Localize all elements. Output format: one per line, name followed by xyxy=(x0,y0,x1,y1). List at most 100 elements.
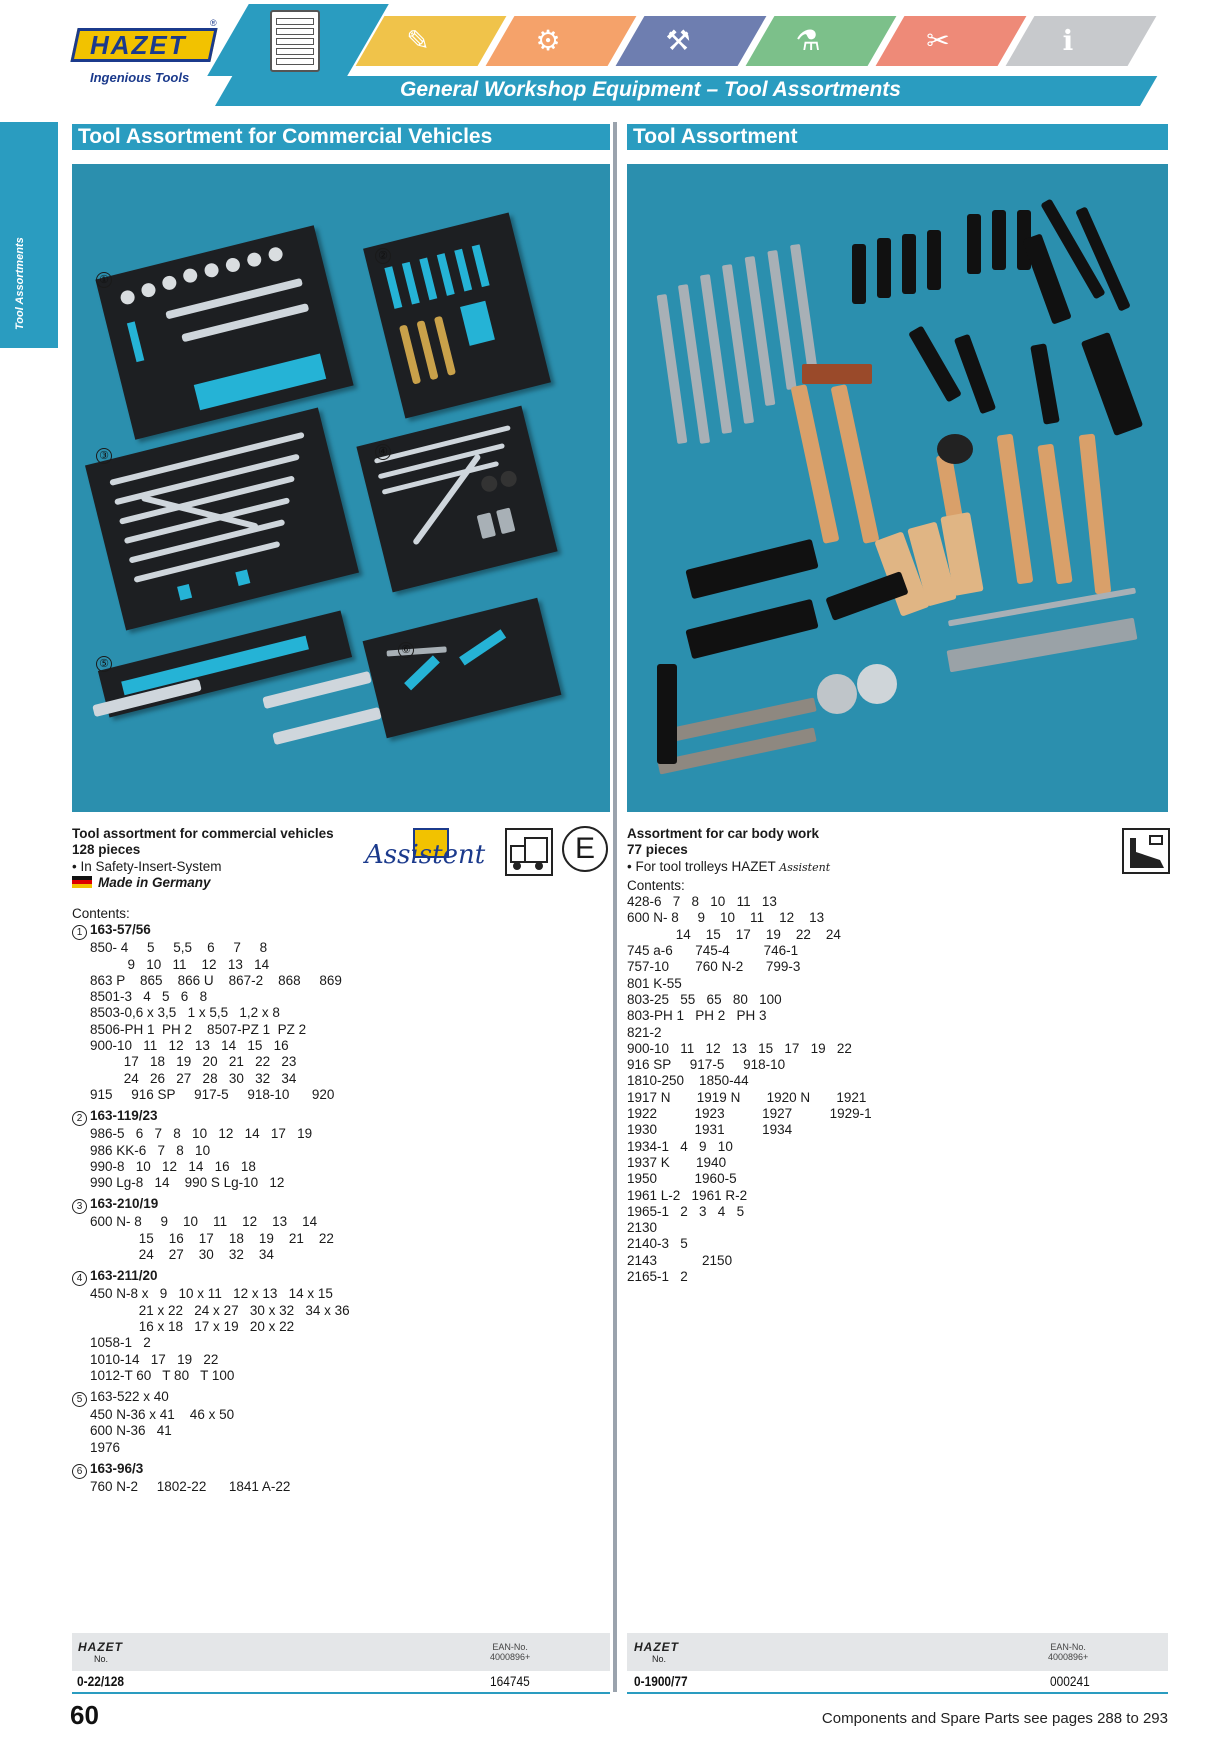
page-title: General Workshop Equipment – Tool Assort… xyxy=(400,78,901,101)
side-tab-label: Tool Assortments xyxy=(14,237,26,330)
content-line: 990-8 10 12 14 16 18 xyxy=(90,1158,256,1174)
assistent-badge xyxy=(413,828,449,858)
content-line: 915 916 SP 917-5 918-10 920 xyxy=(90,1086,335,1102)
right-ean-number: 000241 xyxy=(1050,1673,1090,1689)
left-order-rule xyxy=(72,1692,610,1694)
content-line: 803-25 55 65 80 100 xyxy=(627,991,782,1007)
hazet-logo: HAZET ® Ingenious Tools xyxy=(70,18,220,88)
group-set-number: 163-57/56 xyxy=(90,922,151,938)
right-feature-logo: Assistent xyxy=(779,860,831,874)
content-line: 2130 xyxy=(627,1220,658,1236)
content-line: 16 x 18 17 x 19 20 x 22 xyxy=(90,1318,295,1334)
content-line: 900-10 11 12 13 15 17 19 22 xyxy=(627,1040,852,1056)
content-line: 1810-250 1850-44 xyxy=(627,1073,749,1089)
content-line: 1058-1 2 xyxy=(90,1335,151,1351)
e-mark-icon: E xyxy=(562,826,608,872)
group-set-number: 163-522 x 40 xyxy=(90,1389,169,1405)
right-ean-prefix: 4000896+ xyxy=(1048,1652,1089,1662)
content-line: 428-6 7 8 10 11 13 xyxy=(627,894,777,910)
assistent-wordmark: Assistent xyxy=(365,840,486,870)
group-set-number: 163-96/3 xyxy=(90,1461,144,1477)
side-tab xyxy=(0,122,58,348)
content-line: 8503-0,6 x 3,5 1 x 5,5 1,2 x 8 xyxy=(90,1005,280,1021)
content-line: 9 10 11 12 13 14 xyxy=(90,956,270,972)
content-line: 900-10 11 12 13 14 15 16 xyxy=(90,1038,289,1054)
pneumatic-icon: ⚒ xyxy=(665,25,691,56)
content-line: 24 26 27 28 30 32 34 xyxy=(90,1070,297,1086)
content-line: 916 SP 917-5 918-10 xyxy=(627,1057,786,1073)
left-ean-title: EAN-No. xyxy=(492,1642,528,1652)
content-line: 760 N-2 1802-22 1841 A-22 xyxy=(90,1479,291,1495)
tray-number-4: ④ xyxy=(375,444,391,460)
right-description: Assortment for car body work 77 pieces •… xyxy=(627,826,1047,1285)
content-line: 450 N-8 x 9 10 x 11 12 x 13 14 x 15 xyxy=(90,1286,333,1302)
right-feature: • For tool trolleys HAZET Assistent xyxy=(627,859,1047,876)
content-line: 2165-1 2 xyxy=(627,1269,688,1285)
content-line: 1937 K 1940 xyxy=(627,1154,727,1170)
content-line: 2140-3 5 xyxy=(627,1236,688,1252)
group-number-badge: 5 xyxy=(72,1392,87,1408)
group-number-badge: 4 xyxy=(72,1271,87,1287)
right-ean-label: EAN-No.4000896+ xyxy=(1048,1642,1088,1662)
car-body-work-icon xyxy=(1122,828,1170,874)
group-set-number: 163-211/20 xyxy=(90,1268,158,1284)
measuring-icon: ✂ xyxy=(926,25,950,56)
tray-number-1: ① xyxy=(96,272,112,288)
right-order-no-label: No. xyxy=(652,1654,667,1664)
content-line: 1917 N 1919 N 1920 N 1921 xyxy=(627,1089,867,1105)
content-line: 14 15 17 19 22 24 xyxy=(627,926,841,942)
content-line: 801 K-55 xyxy=(627,975,682,991)
footer-note: Components and Spare Parts see pages 288… xyxy=(821,1710,1168,1727)
left-order-band xyxy=(72,1633,610,1671)
group-number-badge: 6 xyxy=(72,1464,87,1480)
content-line: 1965-1 2 3 4 5 xyxy=(627,1203,745,1219)
group-number-badge: 2 xyxy=(72,1111,87,1127)
content-line: 21 x 22 24 x 27 30 x 32 34 x 36 xyxy=(90,1302,350,1318)
content-line: 986-5 6 7 8 10 12 14 17 19 xyxy=(90,1126,313,1142)
content-line: 745 a-6 745-4 746-1 xyxy=(627,943,799,959)
sockets-icon: ⚙ xyxy=(535,25,561,56)
content-line: 17 18 19 20 21 22 23 xyxy=(90,1054,297,1070)
left-description: Tool assortment for commercial vehicles … xyxy=(72,826,362,891)
made-in-label: Made in Germany xyxy=(98,874,211,890)
right-order-rule xyxy=(627,1692,1168,1694)
content-line: 1930 1931 1934 xyxy=(627,1122,793,1138)
content-line: 24 27 30 32 34 xyxy=(90,1247,274,1263)
content-line: 850- 4 5 5,5 6 7 8 xyxy=(90,940,268,956)
content-line: 600 N-36 41 xyxy=(90,1423,172,1439)
made-in-germany: Made in Germany xyxy=(72,875,362,891)
left-ean-label: EAN-No.4000896+ xyxy=(490,1642,530,1662)
right-order-number: 0-1900/77 xyxy=(634,1673,688,1689)
info-icon: ℹ xyxy=(1062,25,1074,56)
right-feature-text: • For tool trolleys HAZET xyxy=(627,858,776,874)
right-piece-count: 77 pieces xyxy=(627,842,688,858)
tool-trolley-icon xyxy=(270,10,320,72)
right-contents-label: Contents: xyxy=(627,877,685,893)
content-line: 600 N- 8 9 10 11 12 13 14 xyxy=(90,1214,318,1230)
content-line: 863 P 865 866 U 867-2 868 869 xyxy=(90,972,342,988)
group-number-badge: 1 xyxy=(72,925,87,941)
page-number: 60 xyxy=(70,1700,99,1730)
content-line: 757-10 760 N-2 799-3 xyxy=(627,959,801,975)
content-line: 8501-3 4 5 6 8 xyxy=(90,989,208,1005)
content-line: 821-2 xyxy=(627,1024,662,1040)
content-line: 986 KK-6 7 8 10 xyxy=(90,1142,211,1158)
left-ean-prefix: 4000896+ xyxy=(490,1652,531,1662)
tray-number-3: ③ xyxy=(96,448,112,464)
content-line: 600 N- 8 9 10 11 12 13 xyxy=(627,910,825,926)
content-line: 1012-T 60 T 80 T 100 xyxy=(90,1367,235,1383)
tray-6 xyxy=(362,597,562,739)
left-section-title: Tool Assortment for Commercial Vehicles xyxy=(72,124,610,150)
content-line: 15 16 17 18 19 21 22 xyxy=(90,1230,334,1246)
content-line: 803-PH 1 PH 2 PH 3 xyxy=(627,1008,767,1024)
